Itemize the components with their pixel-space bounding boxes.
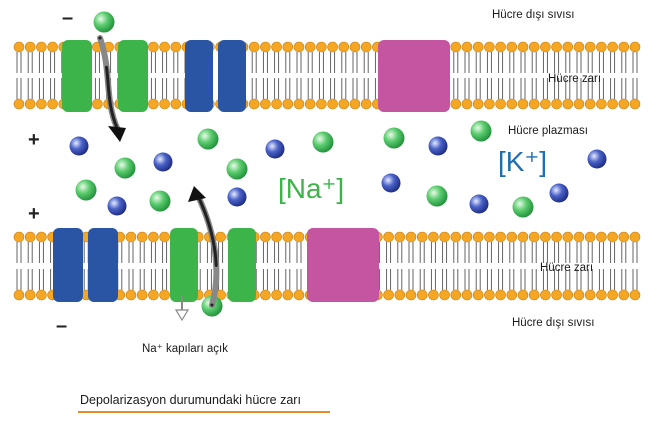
na-ion-icon [426, 185, 448, 207]
na-ion-icon [114, 157, 136, 179]
concentration-na: [Na⁺] [278, 173, 344, 204]
open-gate-arrow-icon [174, 296, 190, 322]
k-ion-icon [469, 194, 489, 214]
k-ion-icon [587, 149, 607, 169]
label-membrane-bottom: Hücre zarı [540, 262, 593, 274]
sign-top-plus: + [28, 129, 40, 151]
top-proteins [62, 40, 450, 112]
arrow-head-icon [188, 186, 206, 202]
curved-arrow-outward [188, 186, 220, 308]
arrow-head-icon [108, 126, 126, 142]
concentration-k: [K⁺] [498, 146, 547, 177]
label-outside-top: Hücre dışı sıvısı [492, 9, 574, 21]
label-outside-bottom: Hücre dışı sıvısı [512, 317, 594, 329]
k-channel [88, 228, 118, 302]
na-ion-icon [226, 158, 248, 180]
sign-top-minus: – [62, 7, 73, 29]
na-channel [118, 40, 148, 112]
sign-bottom-plus: + [28, 203, 40, 225]
label-membrane-top: Hücre zarı [548, 73, 601, 85]
na-ion-icon [512, 196, 534, 218]
na-channel [170, 228, 198, 302]
pump [307, 228, 379, 302]
label-cytoplasm: Hücre plazması [508, 125, 588, 137]
na-ion-icon [75, 179, 97, 201]
na-channel [228, 228, 256, 302]
pump [378, 40, 450, 112]
k-ion-icon [69, 136, 89, 156]
na-ion-icon [383, 127, 405, 149]
curved-arrow-inward [97, 35, 126, 142]
label-gate: Na⁺ kapıları açık [142, 343, 228, 355]
k-ion-icon [549, 183, 569, 203]
caption: Depolarizasyon durumundaki hücre zarı [80, 393, 301, 407]
k-ion-icon [265, 139, 285, 159]
k-ion-icon [227, 187, 247, 207]
na-ion-icon [312, 131, 334, 153]
k-ion-icon [381, 173, 401, 193]
k-channel [53, 228, 83, 302]
na-ion-icon [149, 190, 171, 212]
k-channel [218, 40, 246, 112]
na-channel [62, 40, 92, 112]
k-channel [185, 40, 213, 112]
k-ion-icon [107, 196, 127, 216]
sign-bottom-minus: – [56, 315, 67, 337]
k-ion-icon [153, 152, 173, 172]
na-ion-icon [197, 128, 219, 150]
na-ion-icon [93, 11, 115, 33]
na-ion-icon [470, 120, 492, 142]
k-ion-icon [428, 136, 448, 156]
bottom-proteins [53, 228, 379, 302]
